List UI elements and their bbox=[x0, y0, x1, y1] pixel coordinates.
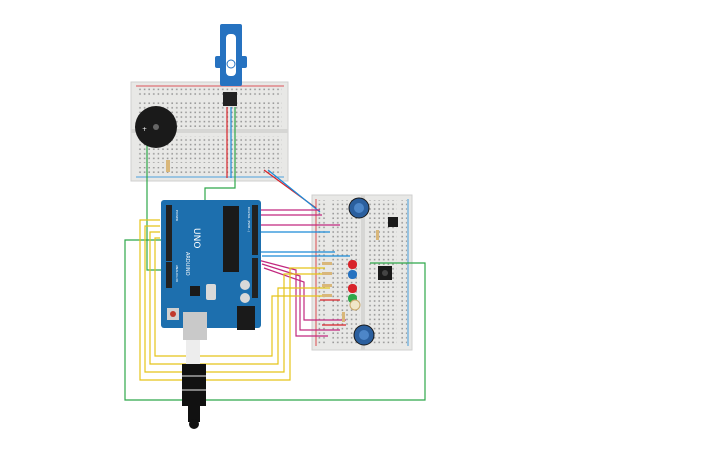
arduino-uno-board[interactable]: UNO ARDUINO DIGITAL (PWM~) ANALOG IN POW… bbox=[161, 200, 261, 340]
arduino-logo: UNO bbox=[191, 228, 201, 248]
led-red-1[interactable] bbox=[348, 260, 357, 269]
led-white-1[interactable] bbox=[349, 299, 361, 311]
potentiometer-bottom[interactable] bbox=[353, 324, 375, 346]
led-blue-1[interactable] bbox=[348, 270, 357, 279]
pushbutton-icon[interactable] bbox=[378, 266, 392, 280]
servo-icon[interactable] bbox=[215, 24, 247, 106]
wires bbox=[124, 107, 426, 401]
resistor-array[interactable] bbox=[322, 230, 379, 322]
resistor-icon[interactable] bbox=[166, 160, 170, 172]
photoresistor-icon[interactable] bbox=[388, 217, 398, 227]
buzzer-icon[interactable]: + bbox=[135, 106, 177, 148]
led-red-2[interactable] bbox=[348, 284, 357, 293]
analog-header-label: ANALOG IN bbox=[175, 265, 179, 282]
audio-jack-icon[interactable] bbox=[182, 340, 206, 429]
power-header-label: POWER bbox=[175, 210, 179, 221]
svg-text:+: + bbox=[142, 126, 147, 133]
arduino-brand: ARDUINO bbox=[184, 252, 190, 276]
digital-header-label: DIGITAL (PWM~) bbox=[247, 207, 251, 232]
potentiometer-top[interactable] bbox=[348, 197, 370, 219]
